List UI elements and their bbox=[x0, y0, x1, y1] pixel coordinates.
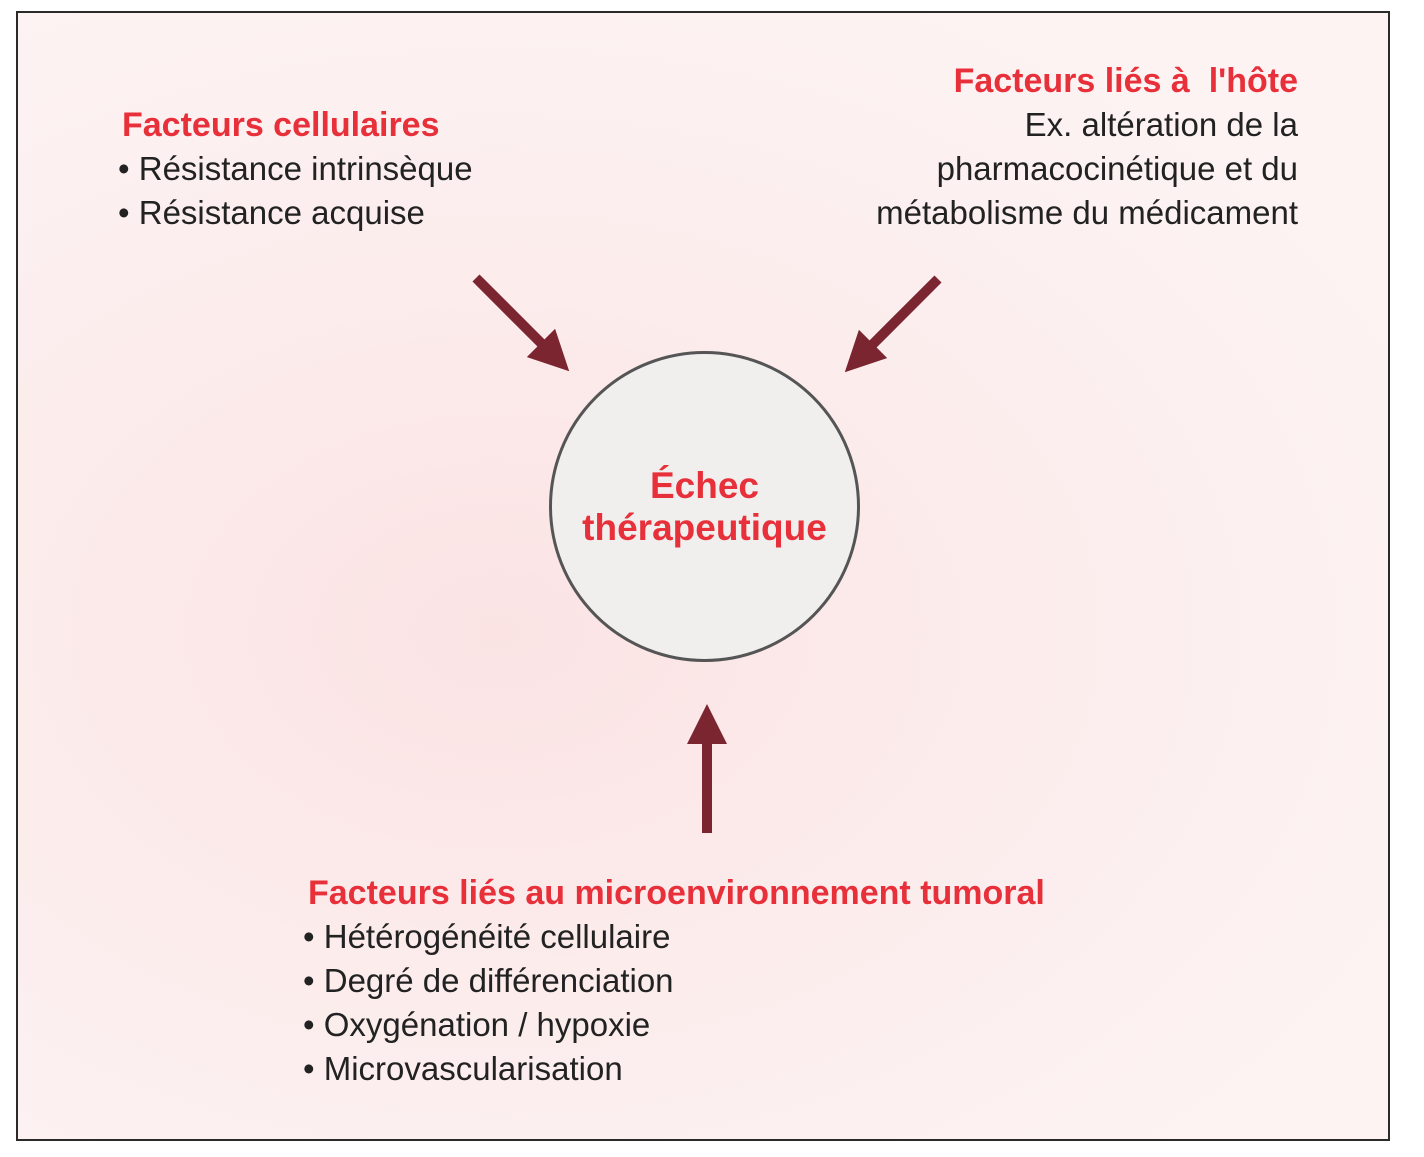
microenvironment-factor-item: Degré de différenciation bbox=[303, 959, 1045, 1003]
host-factors-title: Facteurs liés à l'hôte bbox=[953, 62, 1298, 100]
cellular-factors: Facteurs cellulaires Résistance intrinsè… bbox=[118, 103, 473, 235]
cellular-factor-item: Résistance intrinsèque bbox=[118, 147, 473, 191]
host-factor-line: métabolisme du médicament bbox=[876, 194, 1298, 231]
arrow-cellular-to-center bbox=[472, 274, 570, 372]
arrow-host-to-center bbox=[844, 275, 942, 373]
cellular-factor-item: Résistance acquise bbox=[118, 191, 473, 235]
microenvironment-factors-title: Facteurs liés au microenvironnement tumo… bbox=[308, 874, 1045, 912]
host-factors: Facteurs liés à l'hôte Ex. altération de… bbox=[876, 59, 1298, 235]
center-label-line1: Échec bbox=[649, 464, 759, 506]
microenvironment-factors: Facteurs liés au microenvironnement tumo… bbox=[303, 871, 1045, 1091]
host-factor-line: Ex. altération de la bbox=[1024, 106, 1298, 143]
therapeutic-failure-node: Échec thérapeutique bbox=[549, 351, 860, 662]
therapeutic-failure-label: Échec thérapeutique bbox=[582, 465, 827, 549]
microenvironment-factor-item: Hétérogénéité cellulaire bbox=[303, 915, 1045, 959]
microenvironment-factor-item: Oxygénation / hypoxie bbox=[303, 1003, 1045, 1047]
microenvironment-factor-item: Microvascularisation bbox=[303, 1047, 1045, 1091]
center-label-line2: thérapeutique bbox=[582, 506, 827, 548]
host-factor-line: pharmacocinétique et du bbox=[936, 150, 1298, 187]
cellular-factors-title: Facteurs cellulaires bbox=[122, 106, 440, 144]
